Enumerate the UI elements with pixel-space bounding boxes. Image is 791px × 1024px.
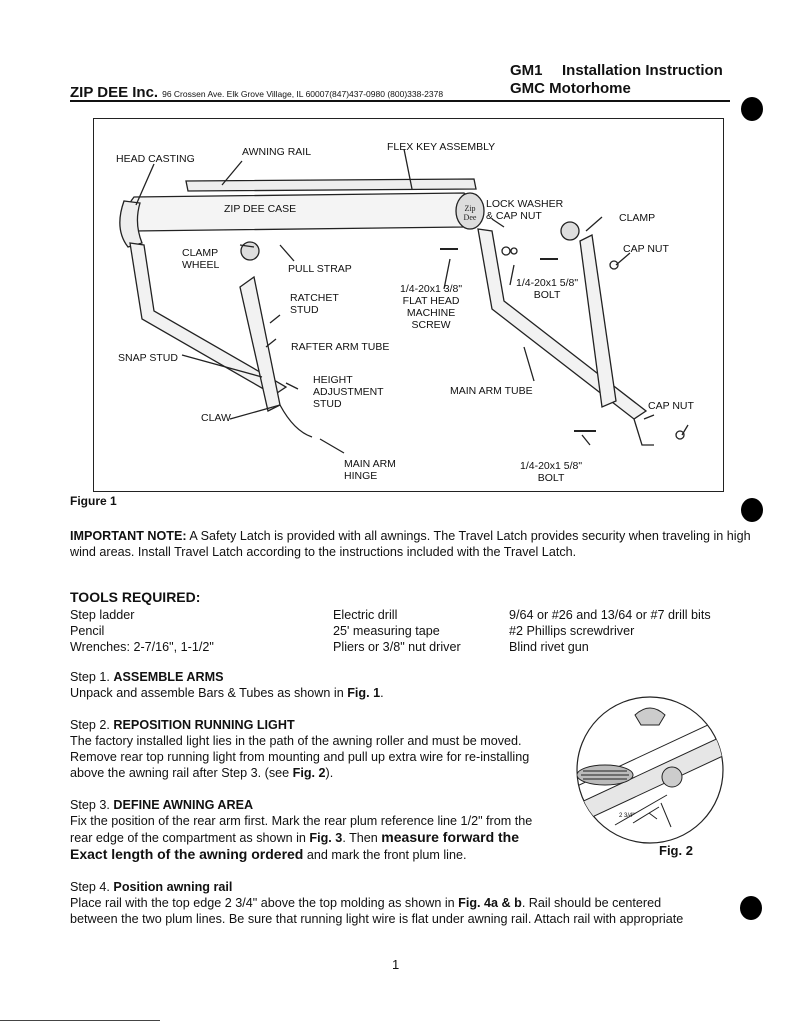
figure-2-dimension: 2 3/4" [619,813,635,819]
label-lock-washer: LOCK WASHER& CAP NUT [486,198,564,222]
important-note: IMPORTANT NOTE: A Safety Latch is provid… [70,529,751,559]
figure-2: 2 3/4" [575,695,725,845]
binder-hole-middle [741,498,763,522]
figure-1: Zip Dee HEAD CASTING AWNING RAIL FLEX KE… [93,118,724,492]
label-pull-strap: PULL STRAP [288,263,352,275]
doc-title-block: GM1 Installation Instruction GMC Motorhom… [510,62,723,98]
label-main-arm-tube: MAIN ARM TUBE [450,385,533,397]
header-rule [70,100,730,102]
vehicle-name: GMC Motorhome [510,80,631,97]
doc-type: Installation Instruction [562,62,723,79]
label-zip-dee-case: ZIP DEE CASE [224,203,297,215]
zip-dee-logo: Zip [464,204,475,213]
company-address: 96 Crossen Ave. Elk Grove Village, IL 60… [162,89,444,99]
company-name: ZIP DEE Inc. [70,84,159,101]
company-line: ZIP DEE Inc.96 Crossen Ave. Elk Grove Vi… [70,84,443,102]
binder-hole-top [741,97,763,121]
page-number: 1 [392,957,400,972]
binder-hole-bottom [740,896,762,920]
step-1: Step 1. ASSEMBLE ARMS Unpack and assembl… [70,670,384,700]
tools-column-3: 9/64 or #26 and 13/64 or #7 drill bits#2… [509,608,711,654]
label-snap-stud: SNAP STUD [118,352,178,364]
figure-1-caption: Figure 1 [70,494,117,508]
label-cap-nut-bottom: CAP NUT [648,400,694,412]
svg-text:Dee: Dee [464,213,477,222]
label-bolt-upper: 1/4-20x1 5/8"BOLT [516,277,579,301]
label-clamp-right: CLAMP [619,212,656,224]
running-light-diagram [576,696,724,844]
label-head-casting: HEAD CASTING [116,153,195,165]
step-4: Step 4. Position awning rail Place rail … [70,880,684,926]
doc-code: GM1 [510,62,543,79]
tools-heading: TOOLS REQUIRED: [70,589,201,605]
footer-rule [0,1020,160,1021]
label-flex-key: FLEX KEY ASSEMBLY [387,141,496,153]
label-claw: CLAW [201,412,231,424]
figure-2-caption: Fig. 2 [659,843,693,858]
awning-diagram: Zip Dee [119,148,689,454]
label-rafter-arm-tube: RAFTER ARM TUBE [291,341,390,353]
label-cap-nut-top: CAP NUT [623,243,669,255]
label-bolt-lower: 1/4-20x1 5/8"BOLT [520,460,583,484]
step-3: Step 3. DEFINE AWNING AREA Fix the posit… [70,798,533,862]
label-awning-rail: AWNING RAIL [242,146,312,158]
step-2: Step 2. REPOSITION RUNNING LIGHT The fac… [70,718,530,780]
